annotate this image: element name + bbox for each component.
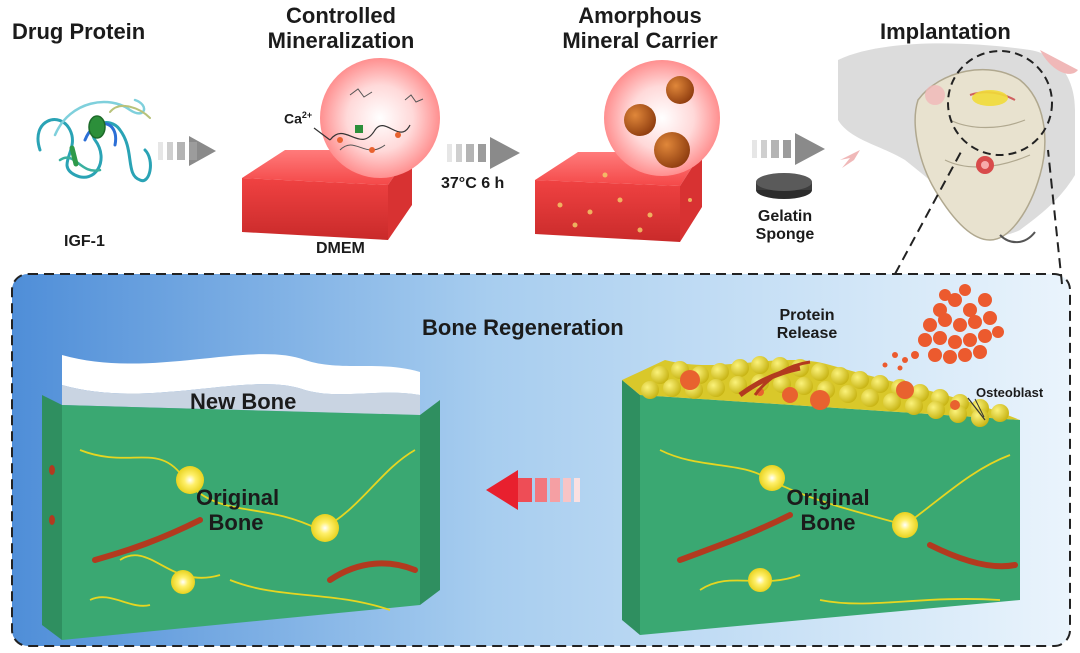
label-original-bone-left-line2: Bone (208, 509, 264, 535)
igf1-protein-icon (36, 98, 152, 183)
regeneration-arrow (486, 470, 580, 510)
label-gelatin-sponge: Gelatin Sponge (745, 208, 825, 244)
mineral-particle (654, 132, 690, 168)
label-gelatin-line2: Sponge (755, 225, 815, 243)
scaffold-bone-block (622, 356, 1020, 635)
label-dmem: DMEM (316, 240, 365, 257)
osteoblast-pointer (974, 398, 985, 418)
label-igf1: IGF-1 (64, 233, 105, 250)
step-controlled-line2: Mineralization (267, 27, 415, 53)
label-calcium-symbol: Ca (284, 110, 302, 127)
label-gelatin-line1: Gelatin (757, 208, 813, 225)
step-controlled-line1: Controlled (286, 3, 396, 28)
zoom-connector-left (894, 149, 963, 275)
label-protein-release-line2: Release (776, 324, 838, 342)
step-amorphous-line1: Amorphous (578, 3, 702, 28)
label-original-bone-left: Original Bone (196, 485, 280, 535)
arrow-to-implantation (752, 133, 825, 165)
label-calcium: Ca2+ (284, 110, 312, 127)
label-original-bone-right-line2: Bone (800, 509, 856, 535)
rat-implantation-icon (838, 43, 1078, 244)
release-arrow (753, 360, 811, 396)
mineral-particle (624, 104, 656, 136)
panel-title-bone-regeneration: Bone Regeneration (422, 315, 624, 340)
gelatin-sponge-icon (756, 173, 812, 199)
zoom-circle (947, 50, 1053, 156)
arrow-to-amorphous-carrier (447, 137, 520, 169)
label-original-bone-right: Original Bone (778, 485, 878, 535)
zoom-connector-right (1047, 149, 1063, 285)
arrow-to-mineralization (158, 136, 216, 166)
step-controlled: Controlled Mineralization (246, 3, 436, 53)
label-protein-release-line1: Protein (779, 307, 835, 324)
step-amorphous-line2: Mineral Carrier (562, 27, 718, 53)
mineralization-sphere (313, 58, 440, 178)
label-new-bone: New Bone (190, 389, 297, 414)
step-amorphous: Amorphous Mineral Carrier (540, 3, 740, 53)
label-osteoblast: Osteoblast (976, 385, 1044, 400)
label-original-bone-left-line1: Original (196, 485, 280, 510)
mineral-particle (666, 76, 694, 104)
label-original-bone-right-line1: Original (786, 485, 870, 510)
label-protein-release: Protein Release (762, 307, 852, 343)
step-drug-protein: Drug Protein (12, 19, 146, 44)
new-bone-block (42, 354, 440, 640)
amorphous-sphere (604, 60, 720, 176)
label-incubation-condition: 37°C 6 h (441, 175, 505, 192)
step-implantation: Implantation (880, 19, 1011, 44)
label-calcium-charge: 2+ (301, 110, 313, 120)
protein-cluster (882, 284, 1004, 371)
